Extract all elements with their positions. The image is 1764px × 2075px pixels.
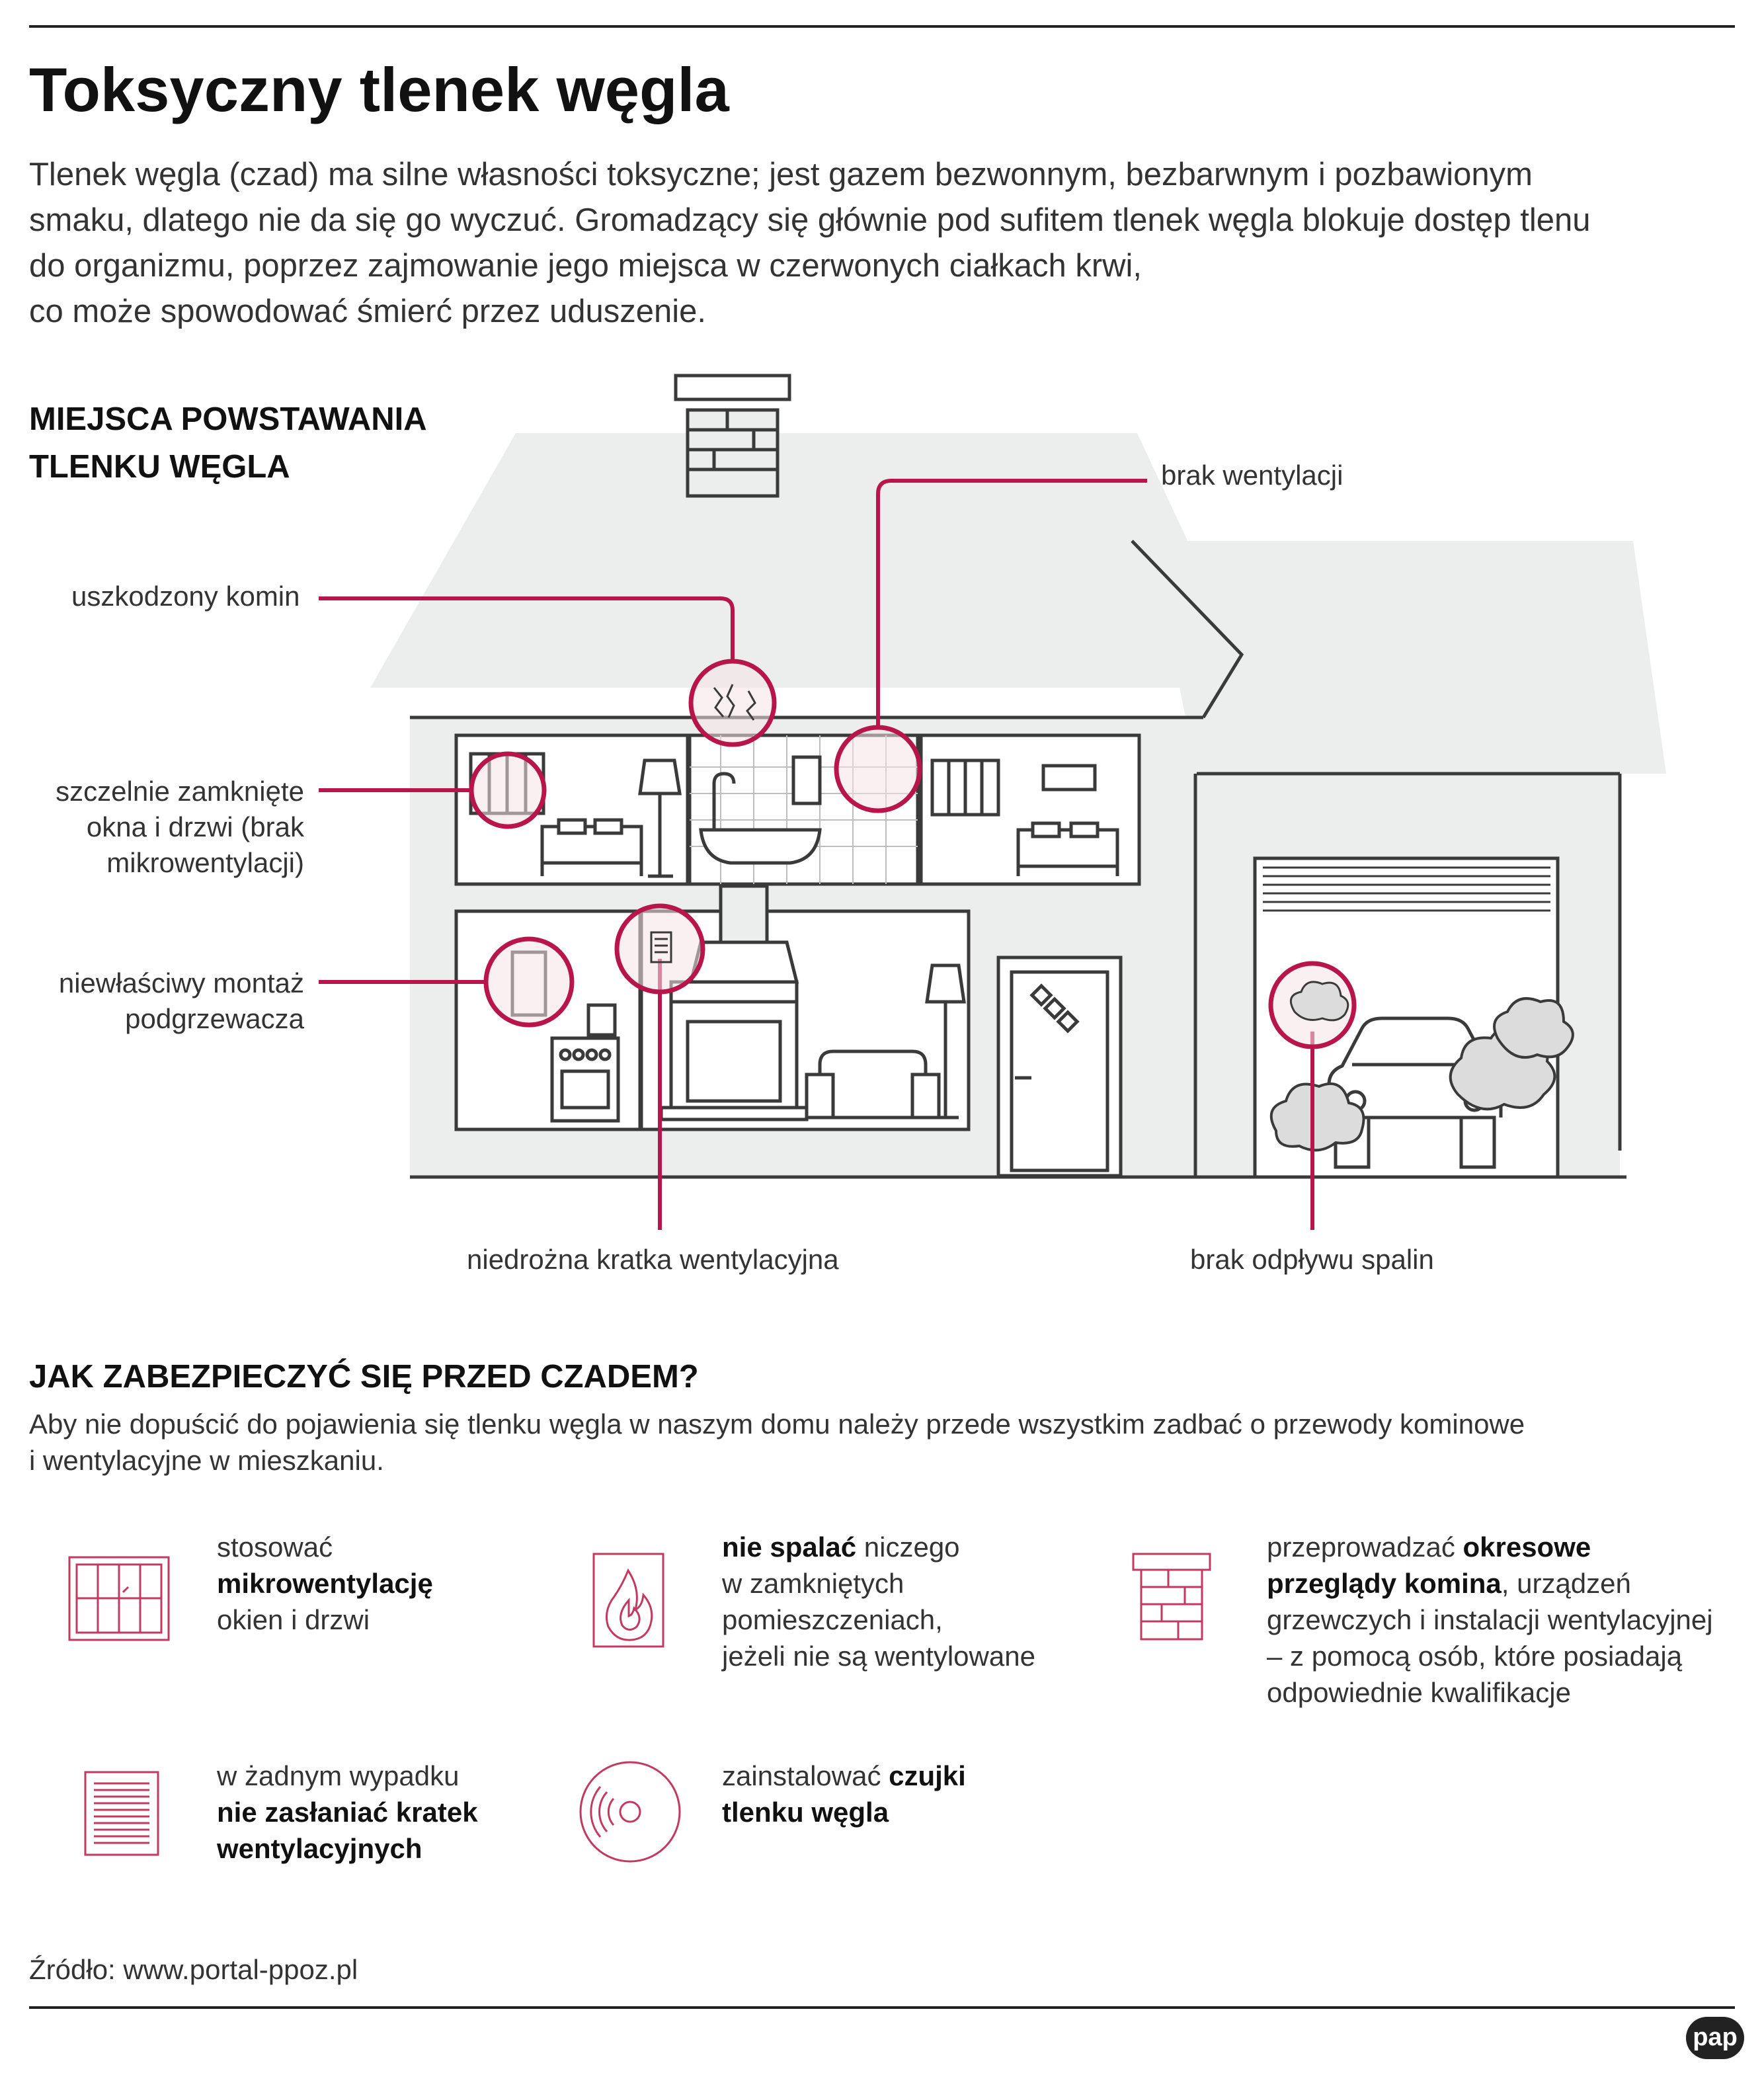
tip-przeglady: przeprowadzać okresowe przeglądy komina,…: [1267, 1531, 1713, 1708]
pap-logo: pap: [1686, 2017, 1744, 2059]
marker-heater: [483, 936, 575, 1028]
window-icon: [68, 1556, 170, 1641]
marker-windows: [469, 751, 547, 829]
top-rule: [29, 25, 1735, 28]
label-spaliny: brak odpływu spalin: [1190, 1244, 1434, 1275]
bottom-rule: [29, 2006, 1735, 2009]
label-uszkodzony-komin: uszkodzony komin: [71, 581, 300, 612]
tip-mikrowentylacja: stosować mikrowentylację okien i drzwi: [217, 1531, 433, 1635]
tip-kratki: w żadnym wypadku nie zasłaniać kratek we…: [217, 1760, 478, 1864]
chimney: [686, 408, 780, 498]
co-detector-icon: [579, 1761, 681, 1863]
protection-intro: Aby nie dopuścić do pojawienia się tlenk…: [29, 1408, 1525, 1476]
main-roof: [370, 433, 1256, 688]
chimney-icon: [1132, 1553, 1211, 1641]
tip-czujki: zainstalować czujki tlenku węgla: [722, 1760, 966, 1828]
tip-nie-spalac: nie spalać niczego w zamkniętych pomiesz…: [722, 1531, 1035, 1672]
flame-icon: [592, 1553, 664, 1648]
intro-text: Tlenek węgla (czad) ma silne własności t…: [29, 157, 1591, 329]
vent-grate-icon: [84, 1771, 159, 1856]
label-kratka: niedrożna kratka wentylacyjna: [467, 1244, 839, 1275]
label-brak-wentylacji: brak wentylacji: [1161, 460, 1343, 491]
house-illustration: [319, 374, 1666, 1230]
section-heading-protection: JAK ZABEZPIECZYĆ SIĘ PRZED CZADEM?: [29, 1359, 699, 1395]
label-okna: szczelnie zamknięte okna i drzwi (brak m…: [56, 776, 304, 878]
source-credit: Źródło: www.portal-ppoz.pl: [29, 1954, 358, 1985]
marker-grate: [614, 903, 705, 995]
page-title: Toksyczny tlenek węgla: [29, 55, 729, 124]
garage-roof: [1150, 541, 1666, 774]
section-heading-sources: MIEJSCA POWSTAWANIA TLENKU WĘGLA: [29, 401, 427, 485]
marker-ventilation: [834, 725, 922, 813]
label-podgrzewacz: niewłaściwy montaż podgrzewacza: [58, 967, 304, 1034]
